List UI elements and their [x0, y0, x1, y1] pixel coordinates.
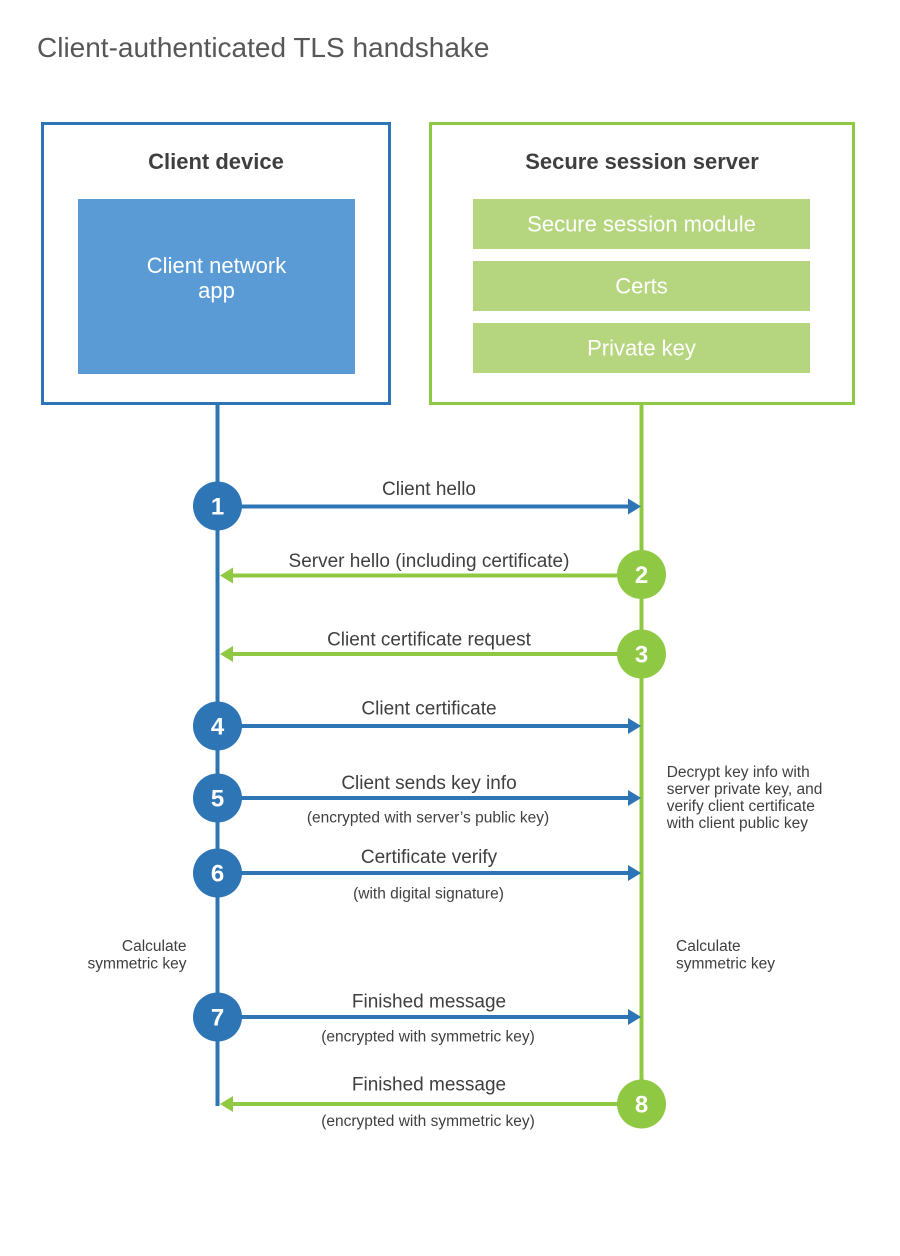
svg-text:(encrypted with symmetric key): (encrypted with symmetric key) [321, 1113, 535, 1130]
svg-text:Client certificate request: Client certificate request [327, 630, 532, 651]
svg-text:symmetric key: symmetric key [676, 955, 775, 972]
svg-text:Certificate verify: Certificate verify [361, 847, 498, 868]
svg-text:symmetric key: symmetric key [87, 955, 186, 972]
svg-text:(with digital signature): (with digital signature) [353, 886, 504, 903]
svg-text:7: 7 [211, 1005, 224, 1032]
svg-text:(encrypted with server’s publi: (encrypted with server’s public key) [307, 810, 549, 827]
svg-text:Decrypt key info with: Decrypt key info with [667, 764, 810, 781]
svg-text:(encrypted with symmetric key): (encrypted with symmetric key) [321, 1029, 535, 1046]
svg-text:5: 5 [211, 786, 224, 813]
svg-text:Client device: Client device [148, 149, 284, 174]
svg-text:server private key, and: server private key, and [667, 781, 823, 798]
svg-text:6: 6 [211, 861, 224, 888]
svg-text:Client-authenticated TLS hands: Client-authenticated TLS handshake [37, 32, 489, 63]
svg-text:2: 2 [635, 562, 648, 589]
svg-text:Secure session server: Secure session server [525, 149, 759, 174]
svg-text:Client certificate: Client certificate [361, 699, 496, 720]
svg-text:1: 1 [211, 494, 224, 521]
svg-text:4: 4 [211, 714, 225, 741]
svg-text:Finished message: Finished message [352, 992, 506, 1013]
svg-text:verify client certificate: verify client certificate [667, 798, 815, 815]
svg-text:Client sends key info: Client sends key info [341, 773, 516, 794]
svg-text:Finished message: Finished message [352, 1075, 506, 1096]
svg-text:with client public key: with client public key [666, 815, 809, 832]
svg-text:Calculate: Calculate [676, 938, 741, 955]
svg-text:app: app [198, 278, 235, 303]
svg-text:Private key: Private key [587, 336, 696, 361]
svg-text:Certs: Certs [615, 274, 668, 299]
svg-text:Client hello: Client hello [382, 479, 476, 500]
svg-text:3: 3 [635, 642, 648, 669]
svg-text:Secure session module: Secure session module [527, 212, 756, 237]
svg-text:Server hello (including certif: Server hello (including certificate) [289, 551, 570, 572]
svg-text:Client network: Client network [147, 253, 287, 278]
svg-text:8: 8 [635, 1092, 648, 1119]
svg-text:Calculate: Calculate [122, 938, 187, 955]
